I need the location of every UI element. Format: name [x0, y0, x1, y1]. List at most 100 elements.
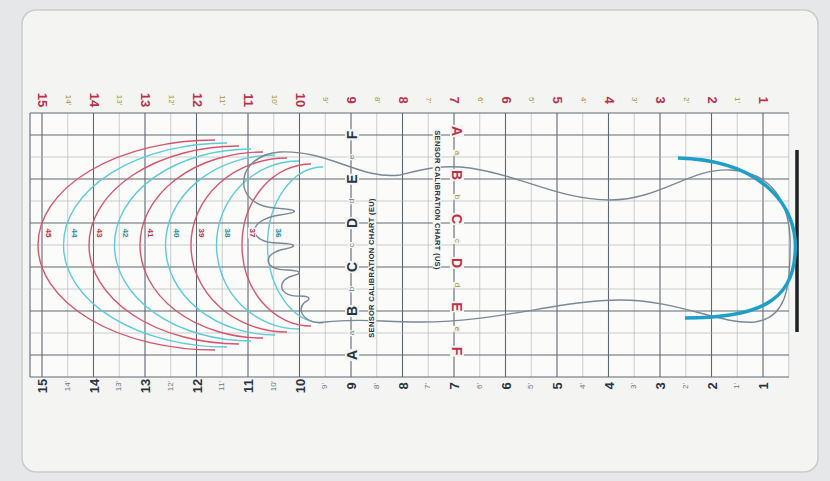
- scale-number: 10: [293, 92, 306, 108]
- grid-line: [30, 289, 789, 290]
- scale-number: 7: [448, 381, 461, 390]
- half-size-mark: 14': [64, 94, 72, 106]
- size-mark: 42: [121, 228, 129, 239]
- width-half-letter: e: [348, 154, 356, 160]
- scale-number: 1: [757, 381, 770, 390]
- width-half-letter: c: [453, 238, 461, 244]
- size-mark: 39: [197, 228, 205, 239]
- half-size-mark: 5': [527, 96, 535, 104]
- scale-number: 12: [190, 92, 203, 108]
- grid-line: [30, 134, 789, 135]
- half-size-mark: 2': [682, 96, 690, 104]
- width-letter: A: [345, 349, 359, 361]
- width-letter: A: [450, 125, 464, 137]
- width-half-letter: c: [348, 242, 356, 248]
- half-size-mark: 4': [579, 382, 587, 390]
- half-size-mark: 13': [115, 94, 123, 106]
- scale-number: 15: [36, 378, 49, 394]
- grid-line: [30, 310, 789, 311]
- scale-number: 15: [36, 92, 49, 108]
- size-mark: 44: [70, 228, 78, 239]
- size-mark: 41: [146, 228, 154, 239]
- half-size-mark: 5': [527, 382, 535, 390]
- scale-number: 10: [293, 378, 306, 394]
- half-size-mark: 6': [476, 96, 484, 104]
- size-mark: 37: [248, 228, 256, 239]
- half-size-mark: 3': [630, 382, 638, 390]
- chart-title: SENSOR CALIBRATION CHART (EU): [368, 197, 376, 338]
- scale-number: 6: [499, 381, 512, 390]
- half-size-mark: 2': [682, 382, 690, 390]
- card: [22, 10, 818, 472]
- scale-number: 3: [654, 381, 667, 390]
- width-letter: C: [345, 261, 359, 273]
- scale-number: 6: [499, 95, 512, 104]
- scale-number: 8: [396, 381, 409, 390]
- half-size-mark: 6': [476, 382, 484, 390]
- scale-number: 9: [345, 95, 358, 104]
- scale-number: 13: [139, 378, 152, 394]
- half-size-mark: 9': [321, 382, 329, 390]
- scale-number: 2: [705, 381, 718, 390]
- width-letter: B: [450, 169, 464, 181]
- width-letter: C: [450, 213, 464, 225]
- grid-line: [30, 245, 789, 246]
- half-size-mark: 14': [64, 380, 72, 392]
- foot-outline: [244, 152, 790, 322]
- width-half-letter: b: [348, 286, 356, 292]
- width-half-letter: d: [453, 282, 461, 288]
- toe-size-arc: [140, 152, 263, 338]
- toe-size-arc: [268, 167, 323, 323]
- scale-number: 5: [551, 95, 564, 104]
- grid-line: [30, 354, 789, 355]
- scale-number: 12: [190, 378, 203, 394]
- half-size-mark: 1': [733, 96, 741, 104]
- size-mark: 36: [274, 228, 282, 239]
- scale-number: 11: [242, 378, 255, 394]
- grid-line: [30, 201, 789, 202]
- toe-size-arc: [242, 164, 311, 326]
- grid-line: [30, 178, 789, 179]
- half-size-mark: 8': [373, 382, 381, 390]
- width-letter: D: [450, 257, 464, 269]
- half-size-mark: 12': [167, 380, 175, 392]
- scale-number: 7: [448, 95, 461, 104]
- width-half-letter: e: [453, 326, 461, 332]
- scale-number: 14: [87, 378, 100, 394]
- width-letter: B: [345, 305, 359, 317]
- scale-number: 1: [757, 95, 770, 104]
- grid: [30, 113, 789, 377]
- scale-number: 11: [242, 92, 255, 108]
- half-size-mark: 10': [270, 380, 278, 392]
- width-half-letter: b: [453, 194, 461, 200]
- half-size-mark: 3': [630, 96, 638, 104]
- scale-number: 4: [602, 95, 615, 104]
- width-letter: E: [450, 301, 464, 312]
- size-mark: 45: [44, 228, 52, 239]
- width-letter: D: [345, 217, 359, 229]
- heel-arc: [678, 158, 795, 318]
- chart-title: SENSOR CALIBRATION CHART (US): [433, 129, 441, 270]
- width-half-letter: a: [348, 330, 356, 336]
- scale-number: 4: [602, 381, 615, 390]
- width-letter: E: [345, 173, 359, 184]
- width-letter: F: [345, 130, 359, 141]
- half-size-mark: 7': [424, 96, 432, 104]
- scale-number: 2: [705, 95, 718, 104]
- half-size-mark: 7': [424, 382, 432, 390]
- size-mark: 43: [95, 228, 103, 239]
- half-size-mark: 9': [321, 96, 329, 104]
- half-size-mark: 11': [218, 94, 226, 106]
- width-letter: F: [450, 346, 464, 357]
- half-size-mark: 1': [733, 382, 741, 390]
- toe-size-arc: [191, 158, 287, 332]
- grid-ground: [30, 113, 789, 377]
- toe-size-arc: [115, 149, 252, 341]
- width-half-letter: d: [348, 198, 356, 204]
- half-size-mark: 8': [373, 96, 381, 104]
- size-mark: 40: [172, 228, 180, 239]
- width-half-letter: a: [453, 150, 461, 156]
- scale-number: 8: [396, 95, 409, 104]
